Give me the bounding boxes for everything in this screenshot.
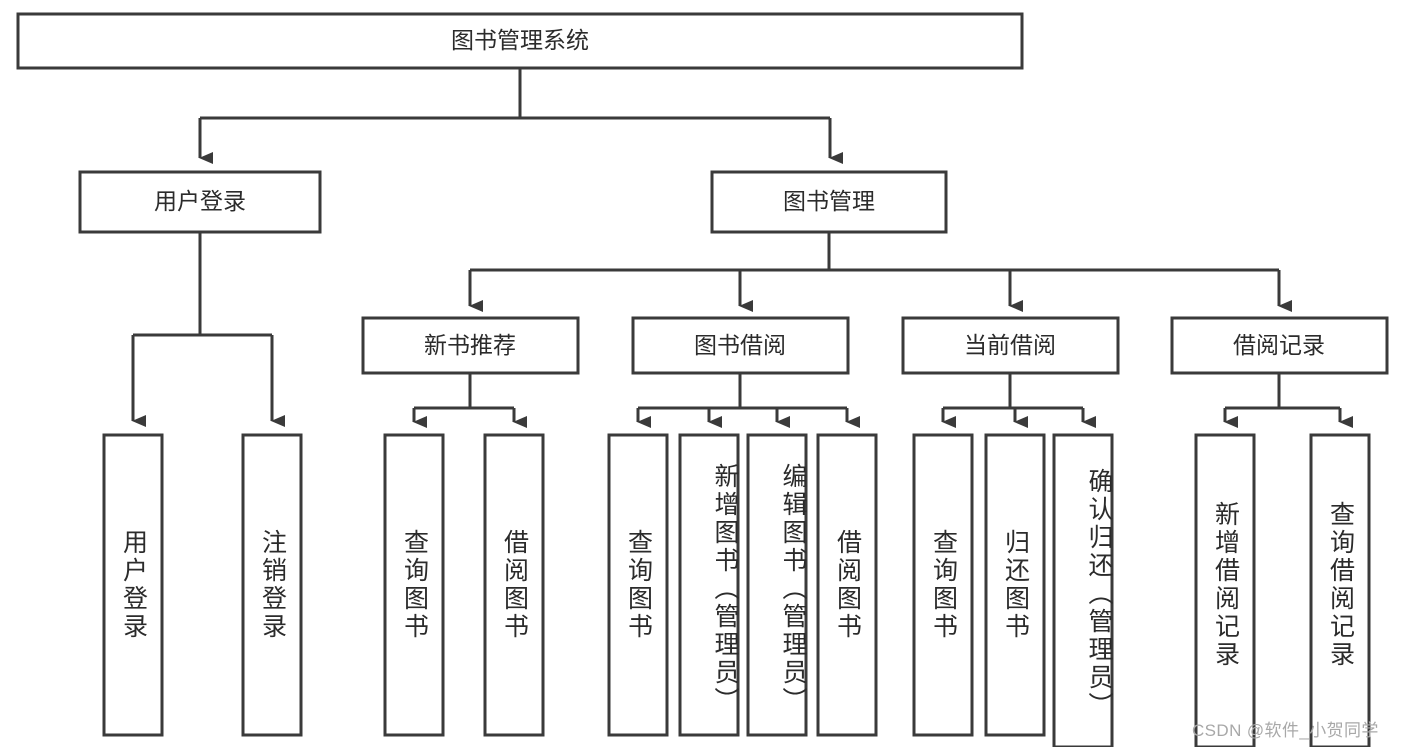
connector-book-borrow-to-leaves [636, 373, 860, 428]
connector-book-manage-to-level2 [468, 232, 1292, 312]
leaf-box-borrow-book-1[interactable] [483, 433, 545, 737]
leaf-box-query-book-3[interactable] [912, 433, 974, 737]
leaf-box-user-login[interactable] [102, 433, 164, 737]
node-borrow-record-label: 借阅记录 [1233, 332, 1325, 358]
leaf-box-query-book-2[interactable] [607, 433, 669, 737]
leaf-box-add-book[interactable] [678, 433, 740, 737]
node-book-manage[interactable]: 图书管理 [710, 170, 948, 234]
leaf-rects [102, 433, 1371, 747]
node-user-login[interactable]: 用户登录 [78, 170, 322, 234]
node-book-borrow[interactable]: 图书借阅 [631, 316, 850, 375]
node-book-manage-label: 图书管理 [783, 188, 875, 214]
connector-new-book-recommend-to-leaves [412, 373, 527, 428]
leaf-box-add-record[interactable] [1194, 433, 1256, 747]
connector-user-login-to-leaves [131, 232, 285, 427]
leaf-box-borrow-book-2[interactable] [816, 433, 878, 737]
node-borrow-record[interactable]: 借阅记录 [1170, 316, 1389, 375]
connector-borrow-record-to-leaves [1223, 373, 1353, 428]
csdn-watermark: CSDN @软件_小贺同学 [1192, 721, 1379, 740]
node-user-login-label: 用户登录 [154, 188, 246, 214]
leaf-box-query-book-1[interactable] [383, 433, 445, 737]
node-new-book-recommend[interactable]: 新书推荐 [361, 316, 580, 375]
leaf-box-user-logout[interactable] [241, 433, 303, 737]
leaf-box-edit-book[interactable] [746, 433, 808, 737]
node-new-book-recommend-label: 新书推荐 [424, 332, 516, 358]
node-current-borrow[interactable]: 当前借阅 [901, 316, 1120, 375]
connector-current-borrow-to-leaves [941, 373, 1096, 428]
node-current-borrow-label: 当前借阅 [964, 332, 1056, 358]
node-book-borrow-label: 图书借阅 [694, 332, 786, 358]
node-root-label: 图书管理系统 [451, 27, 589, 53]
leaf-box-return-book[interactable] [984, 433, 1046, 737]
node-root[interactable]: 图书管理系统 [16, 12, 1024, 70]
leaf-box-confirm-return[interactable] [1052, 433, 1114, 747]
leaf-box-query-record[interactable] [1309, 433, 1371, 747]
connector-root-to-level1 [198, 68, 843, 164]
